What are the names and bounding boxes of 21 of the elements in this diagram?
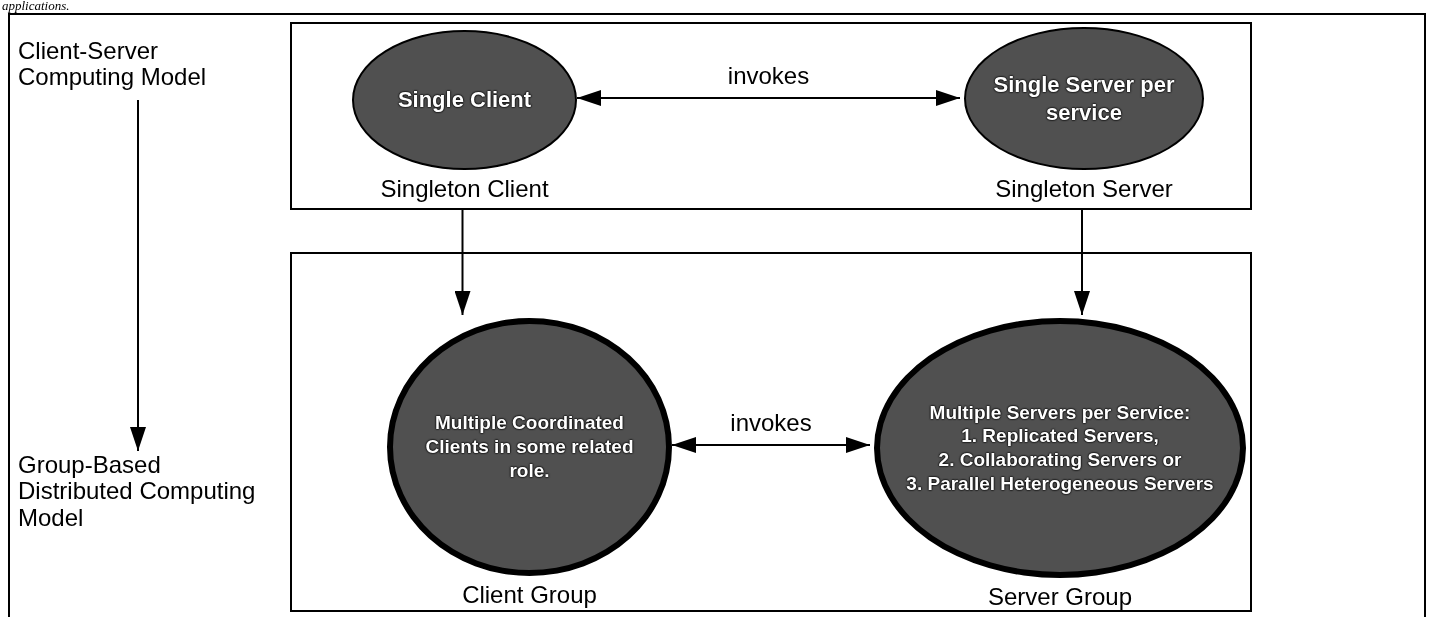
- node-caption: Server Group: [987, 582, 1133, 612]
- model-label: Group-Based Distributed Computing Model: [18, 452, 257, 532]
- ellipse-text: Multiple Coordinated Clients in some related role.: [424, 411, 635, 483]
- arrow: [671, 437, 871, 453]
- ellipse-text: Single Client: [397, 86, 532, 114]
- arrow: [454, 209, 471, 316]
- ellipse-text: 1. Replicated Servers,: [961, 424, 1159, 448]
- ellipse-text: 3. Parallel Heterogeneous Servers: [906, 471, 1214, 496]
- node-caption: Singleton Server: [995, 174, 1173, 204]
- arrow: [576, 90, 961, 106]
- node-caption: Singleton Client: [380, 174, 549, 204]
- arrow: [130, 99, 146, 452]
- heading-fragment: applications.: [2, 0, 70, 12]
- node-caption: Client Group: [462, 580, 597, 610]
- ellipse-text: Multiple Servers per Service:: [929, 400, 1191, 425]
- group-box: [290, 22, 1252, 210]
- ellipse-text: Single Server per service: [992, 71, 1176, 126]
- model-label: Client-Server Computing Model: [18, 38, 208, 91]
- arrow: [1074, 209, 1090, 316]
- group-box: [290, 252, 1252, 612]
- ellipse-text: 2. Collaborating Servers or: [938, 448, 1182, 472]
